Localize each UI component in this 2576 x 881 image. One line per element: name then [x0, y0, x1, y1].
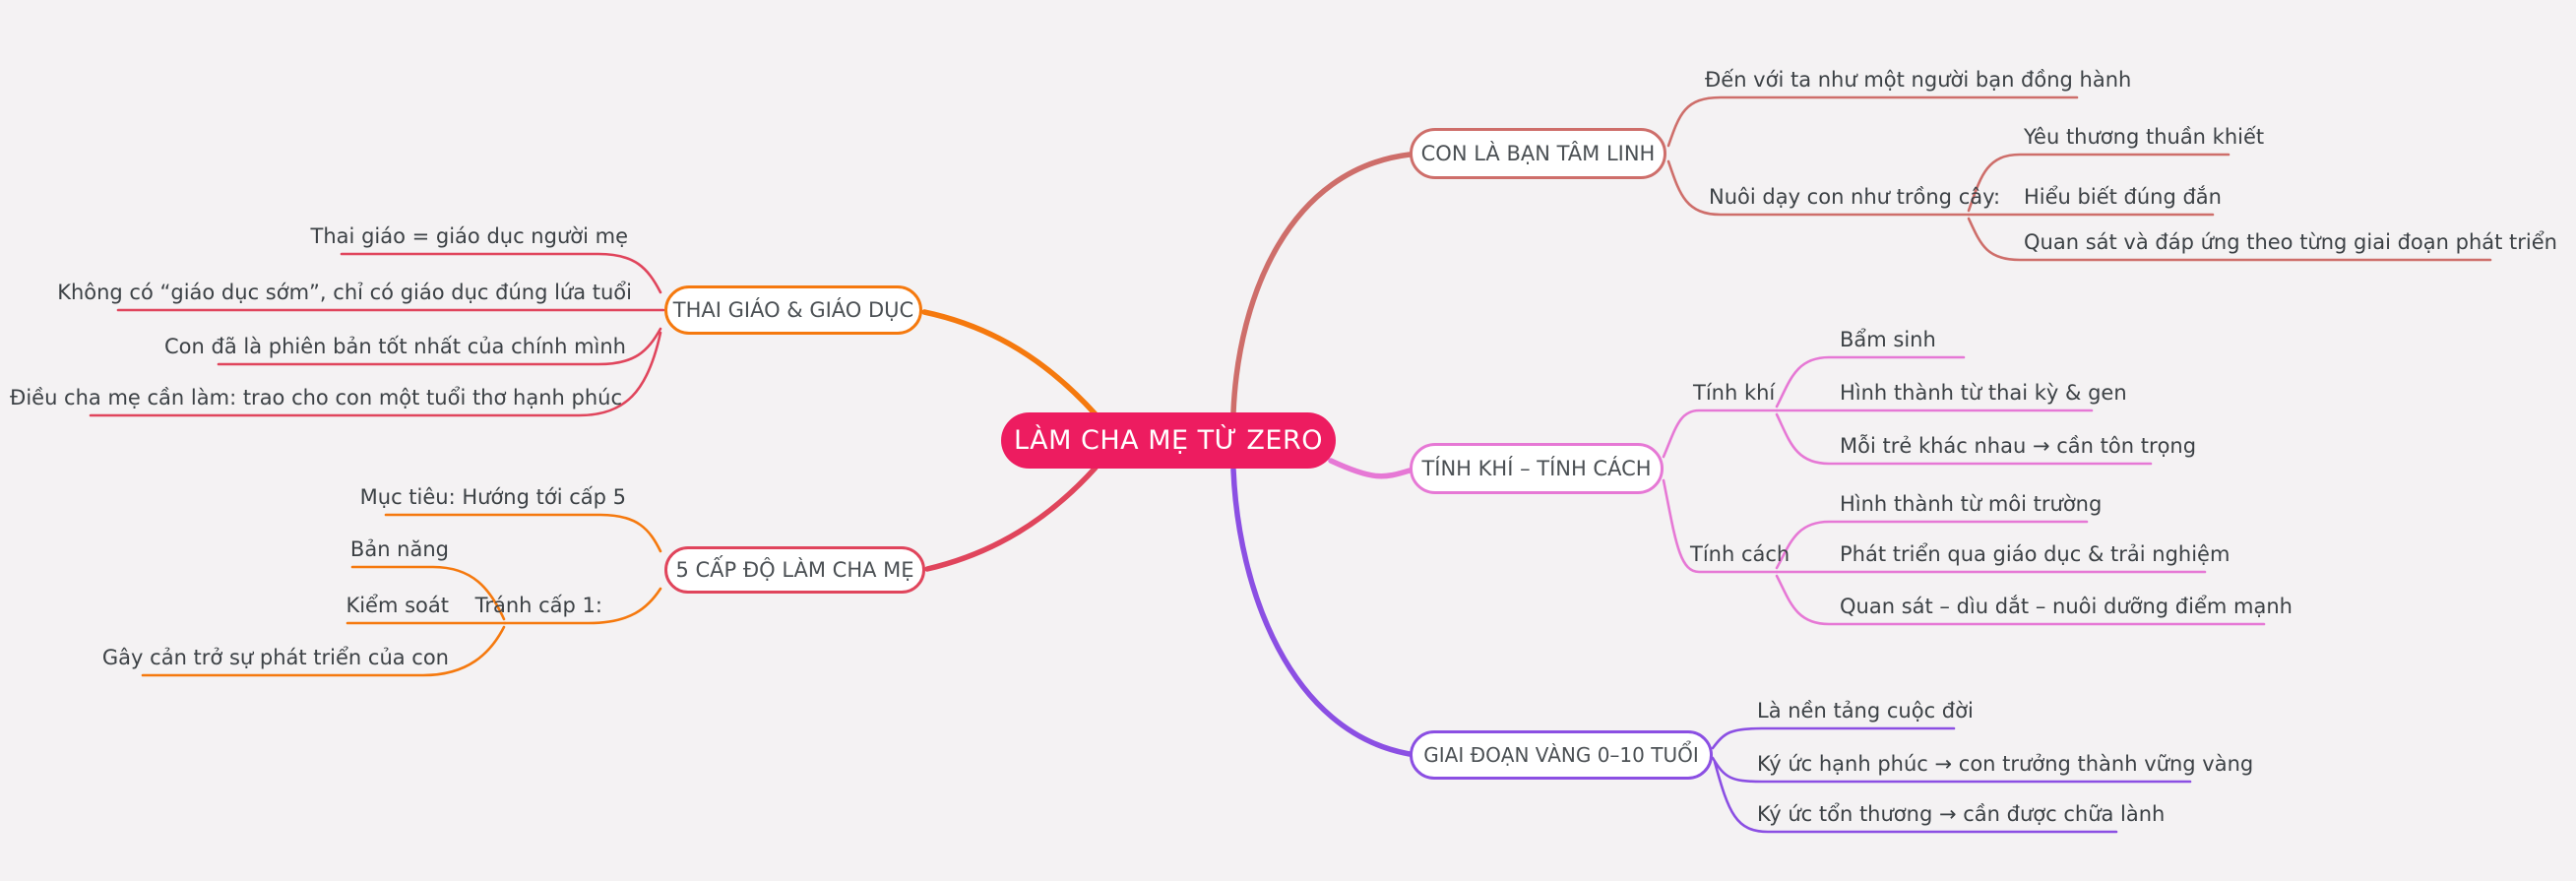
branch-topic-giai-doan-vang-0-10-tuoi[interactable]: GIAI ĐOẠN VÀNG 0–10 TUỔI	[1410, 730, 1713, 780]
subtopic-phat-trien-qua-giao-duc[interactable]: Phát triển qua giáo dục & trải nghiệm	[1840, 542, 2230, 566]
connector-giai-doan-3	[1713, 760, 2118, 834]
connector-center-giai-doan	[1230, 467, 1413, 757]
connector-center-tinh-khi	[1328, 458, 1413, 479]
branch-topic-thai-giao-giao-duc[interactable]: THAI GIÁO & GIÁO DỤC	[664, 285, 922, 335]
subtopic-muc-tieu-huong-toi-cap-5[interactable]: Mục tiêu: Hướng tới cấp 5	[359, 485, 626, 509]
subtopic-dieu-cha-me-can-lam[interactable]: Điều cha mẹ cần làm: trao cho con một tu…	[10, 386, 622, 409]
connector-tinh-khi-branch	[1662, 409, 1779, 459]
subtopic-yeu-thuong-thuan-khiet[interactable]: Yêu thương thuần khiết	[2024, 125, 2265, 149]
connector-tinh-cach-a	[1775, 520, 2089, 570]
connector-center-thai-giao	[921, 309, 1099, 417]
branch-topic-tinh-khi-tinh-cach[interactable]: TÍNH KHÍ – TÍNH CÁCH	[1410, 443, 1664, 494]
connector-giai-doan-1	[1711, 726, 1956, 750]
connector-nuoi-day-a	[1967, 153, 2230, 213]
subtopic-tinh-cach[interactable]: Tính cách	[1690, 542, 1791, 566]
subtopic-tinh-khi[interactable]: Tính khí	[1693, 381, 1776, 405]
subtopic-ban-nang[interactable]: Bản năng	[349, 537, 449, 561]
subtopic-bam-sinh[interactable]: Bẩm sinh	[1840, 328, 1936, 351]
connector-5-cap-do-2	[503, 587, 662, 625]
branch-topic-con-la-ban-tam-linh[interactable]: CON LÀ BẠN TÂM LINH	[1410, 128, 1666, 179]
subtopic-ky-uc-ton-thuong[interactable]: Ký ức tổn thương → cần được chữa lành	[1757, 802, 2166, 826]
subtopic-gay-can-tro-su-phat-trien[interactable]: Gây cản trở sự phát triển của con	[101, 646, 449, 669]
subtopic-quan-sat-diu-dat[interactable]: Quan sát – dìu dắt – nuôi dưỡng điểm mạn…	[1840, 595, 2293, 618]
connector-center-con-la-ban	[1230, 152, 1413, 415]
connector-tinh-cach-c	[1775, 574, 2266, 626]
subtopic-thai-giao-la-giao-duc-nguoi-me[interactable]: Thai giáo = giáo dục người mẹ	[310, 224, 628, 248]
connector-thai-giao-1	[340, 252, 662, 294]
connector-tranh-cap-1-c	[141, 625, 506, 677]
subtopic-kiem-soat[interactable]: Kiểm soát	[346, 594, 449, 617]
subtopic-la-nen-tang-cuoc-doi[interactable]: Là nền tảng cuộc đời	[1757, 699, 1974, 723]
subtopic-con-da-la-phien-ban-tot-nhat[interactable]: Con đã là phiên bản tốt nhất của chính m…	[164, 335, 626, 358]
subtopic-hinh-thanh-tu-moi-truong[interactable]: Hình thành từ môi trường	[1840, 492, 2103, 516]
connector-nuoi-day-c	[1967, 217, 2492, 262]
subtopic-khong-co-giao-duc-som[interactable]: Không có “giáo dục sớm”, chỉ có giáo dục…	[57, 281, 632, 304]
connector-tranh-cap-1-a	[350, 565, 506, 621]
central-topic[interactable]: LÀM CHA MẸ TỪ ZERO	[1001, 412, 1336, 469]
connector-5-cap-do-1	[384, 513, 662, 553]
connector-thai-giao-4	[89, 331, 662, 417]
connector-tinh-khi-a	[1775, 355, 1966, 409]
subtopic-den-voi-ta-nhu-nguoi-ban[interactable]: Đến với ta như một người bạn đồng hành	[1705, 68, 2132, 92]
subtopic-nuoi-day-con-nhu-trong-cay[interactable]: Nuôi dạy con như trồng cây:	[1709, 185, 2001, 209]
subtopic-ky-uc-hanh-phuc[interactable]: Ký ức hạnh phúc → con trưởng thành vững …	[1757, 752, 2254, 776]
subtopic-moi-tre-khac-nhau[interactable]: Mỗi trẻ khác nhau → cần tôn trọng	[1840, 434, 2197, 458]
branch-topic-5-cap-do-lam-cha-me[interactable]: 5 CẤP ĐỘ LÀM CHA MẸ	[664, 546, 925, 594]
connector-thai-giao-3	[217, 327, 662, 366]
connector-con-la-ban-2	[1666, 159, 1971, 217]
connector-tinh-cach-branch	[1662, 478, 1779, 574]
connector-tinh-khi-c	[1775, 412, 2153, 466]
subtopic-tranh-cap-1[interactable]: Tránh cấp 1:	[474, 594, 602, 617]
subtopic-hieu-biet-dung-dan[interactable]: Hiểu biết đúng đắn	[2024, 185, 2222, 209]
connector-con-la-ban-1	[1666, 95, 2079, 148]
subtopic-hinh-thanh-tu-thai-ky-gen[interactable]: Hình thành từ thai kỳ & gen	[1840, 381, 2127, 405]
connector-center-5-cap-do	[924, 465, 1099, 572]
subtopic-quan-sat-va-dap-ung[interactable]: Quan sát và đáp ứng theo từng giai đoạn …	[2024, 230, 2557, 254]
